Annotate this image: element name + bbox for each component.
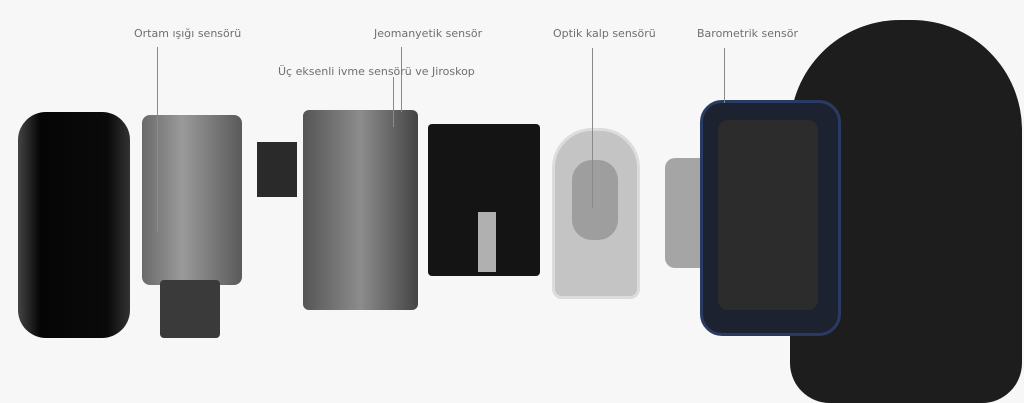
small-chip bbox=[257, 142, 297, 197]
barometric-leader bbox=[724, 48, 725, 103]
heart-sensor-window bbox=[572, 160, 618, 240]
display-flex-cable bbox=[160, 280, 220, 338]
display-module bbox=[142, 115, 242, 285]
geomagnetic-leader bbox=[401, 47, 402, 112]
ambient-light-leader bbox=[157, 47, 158, 232]
watch-interior bbox=[718, 120, 818, 310]
accel-gyro-leader bbox=[393, 77, 394, 127]
glass-screen bbox=[18, 112, 130, 338]
label-accel-gyro: Üç eksenli ivme sensörü ve Jiroskop bbox=[278, 65, 475, 78]
mainboard bbox=[303, 110, 418, 310]
battery-flex bbox=[478, 212, 496, 272]
label-ambient-light: Ortam ışığı sensörü bbox=[134, 27, 242, 40]
label-barometric: Barometrik sensör bbox=[697, 27, 798, 40]
optical-heart-leader bbox=[592, 48, 593, 208]
heart-sensor-bracket bbox=[552, 128, 640, 299]
label-optical-heart: Optik kalp sensörü bbox=[553, 27, 656, 40]
label-geomagnetic: Jeomanyetik sensör bbox=[374, 27, 483, 40]
